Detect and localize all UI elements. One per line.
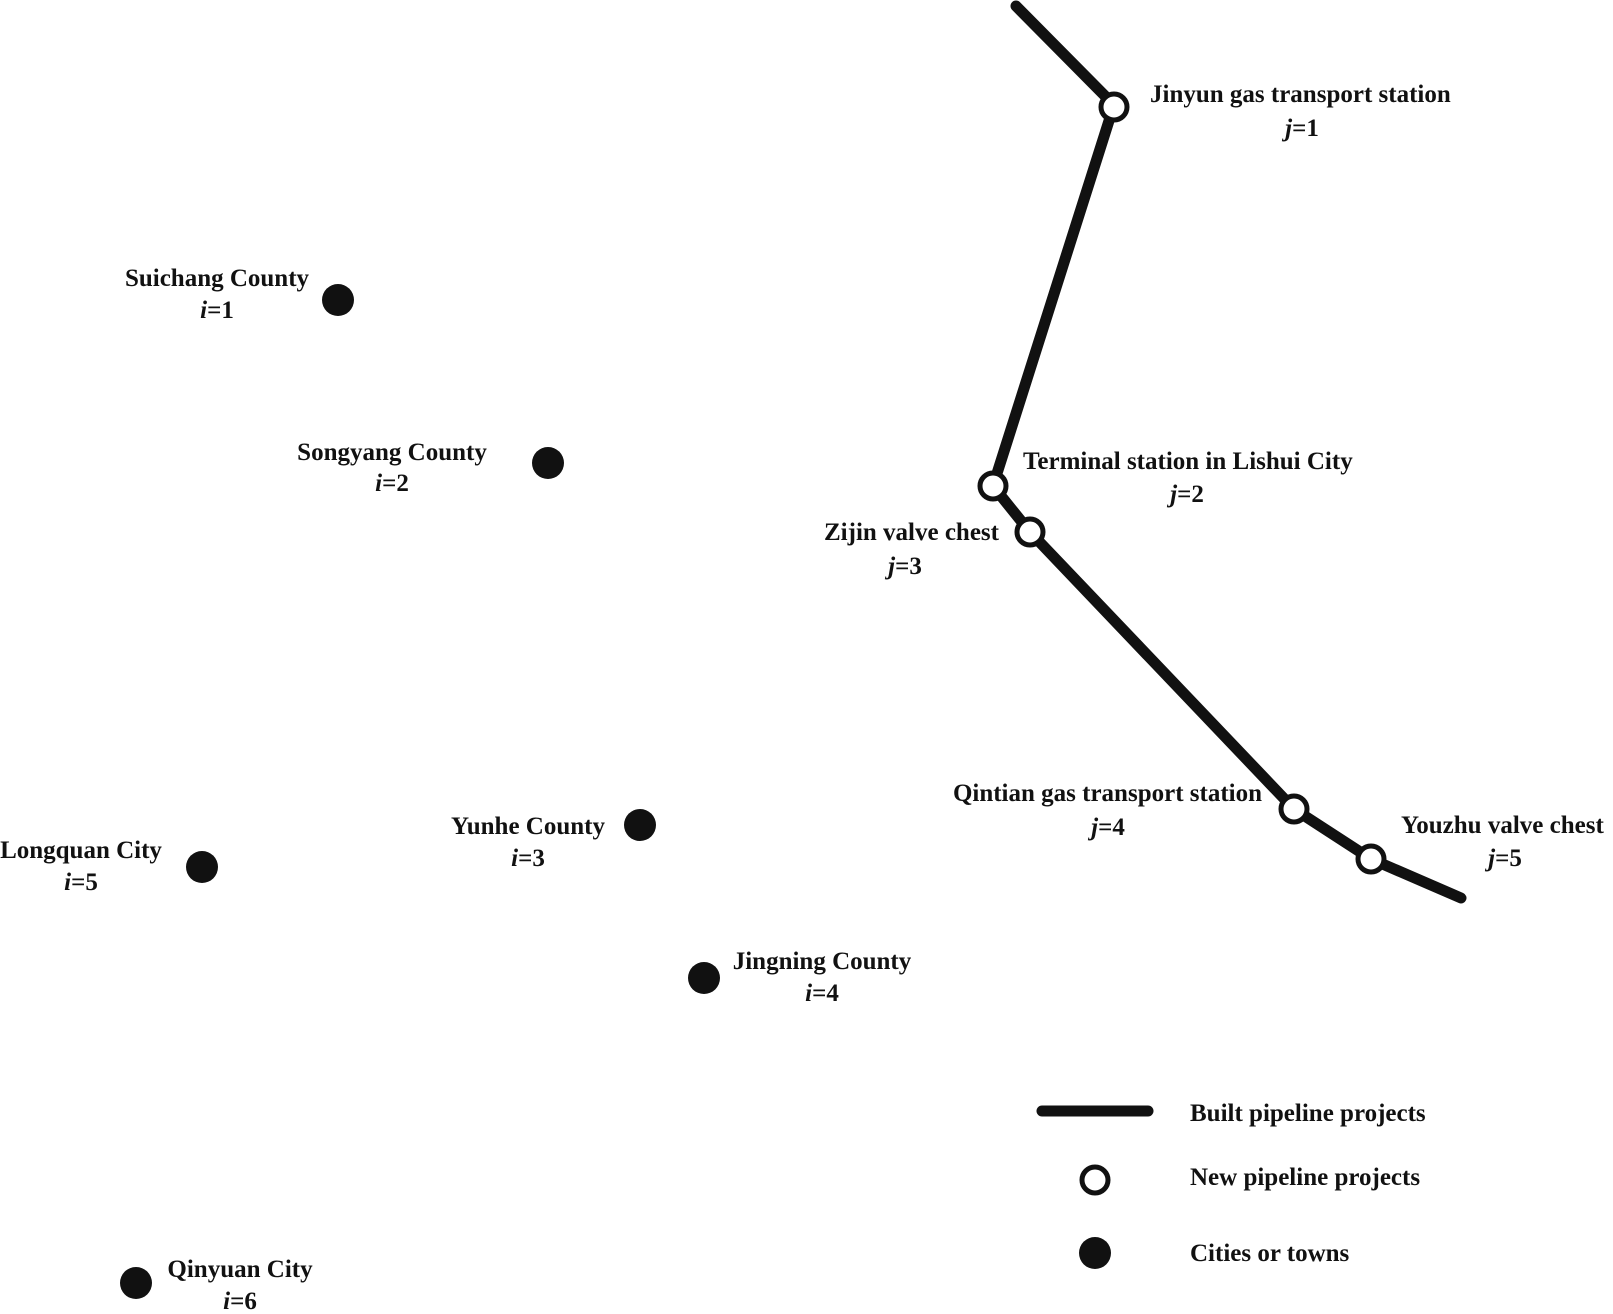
city-index-jingning: i=4 — [805, 980, 839, 1007]
legend-new-pipeline-symbol — [1079, 1164, 1111, 1196]
city-label-qinyuan: Qinyuan City — [167, 1256, 313, 1283]
station-node-zijin — [1014, 516, 1046, 548]
station-node-qintian — [1278, 793, 1310, 825]
city-index-qinyuan: i=6 — [223, 1288, 257, 1314]
legend-built-pipeline-label: Built pipeline projects — [1190, 1100, 1426, 1127]
legend-new-pipeline-label: New pipeline projects — [1190, 1164, 1420, 1191]
city-label-jingning: Jingning County — [733, 948, 912, 975]
city-dot-songyang — [532, 447, 564, 479]
station-node-youzhu — [1355, 843, 1387, 875]
station-label-qintian: Qintian gas transport station — [953, 780, 1262, 807]
station-node-jinyun — [1098, 91, 1130, 123]
city-dot-suichang — [322, 284, 354, 316]
city-label-suichang: Suichang County — [125, 265, 310, 292]
city-dot-jingning — [688, 962, 720, 994]
station-label-jinyun: Jinyun gas transport station — [1150, 81, 1451, 108]
station-label-zijin: Zijin valve chest — [824, 519, 1000, 546]
station-index-zijin: j=3 — [884, 553, 922, 580]
city-index-suichang: i=1 — [200, 297, 234, 324]
station-index-jinyun: j=1 — [1281, 115, 1319, 142]
city-dot-longquan — [186, 851, 218, 883]
station-index-qintian: j=4 — [1087, 814, 1125, 841]
station-label-youzhu: Youzhu valve chest — [1401, 812, 1604, 839]
city-dot-yunhe — [624, 809, 656, 841]
city-index-songyang: i=2 — [375, 470, 409, 497]
city-index-yunhe: i=3 — [511, 845, 545, 872]
city-label-longquan: Longquan City — [0, 837, 162, 864]
legend-cities-label: Cities or towns — [1190, 1240, 1350, 1267]
city-dot-qinyuan — [120, 1267, 152, 1299]
city-label-songyang: Songyang County — [297, 439, 487, 466]
city-label-yunhe: Yunhe County — [451, 813, 606, 840]
city-index-longquan: i=5 — [64, 869, 98, 896]
station-node-terminal-lishui — [977, 470, 1009, 502]
station-index-terminal-lishui: j=2 — [1166, 481, 1204, 508]
station-label-terminal-lishui: Terminal station in Lishui City — [1023, 448, 1353, 475]
station-index-youzhu: j=5 — [1484, 845, 1522, 872]
legend-cities-symbol — [1079, 1237, 1111, 1269]
legend: Built pipeline projects New pipeline pro… — [1036, 1100, 1426, 1269]
